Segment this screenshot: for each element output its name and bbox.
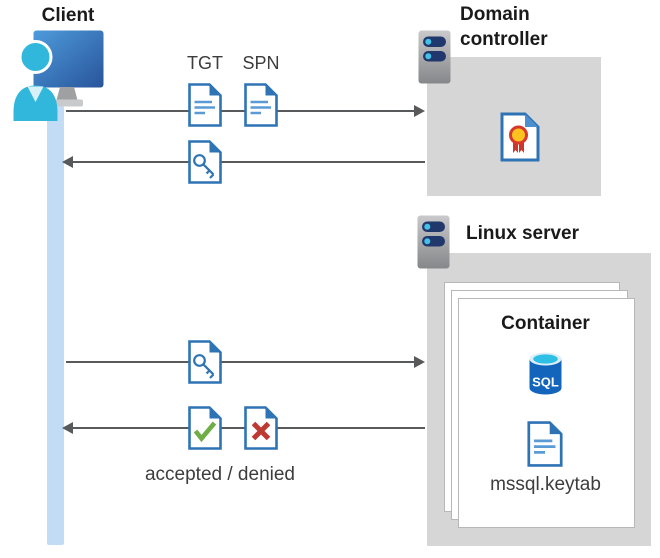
monitor-base [53, 99, 83, 107]
key-icon [193, 354, 206, 367]
arrow-right-icon [414, 105, 425, 117]
spn-label: SPN [242, 53, 280, 73]
arrow-line [66, 361, 414, 363]
sql-database-icon: SQL [529, 352, 562, 395]
keytab-file-icon [527, 421, 563, 467]
keytab-filename-label: mssql.keytab [490, 474, 601, 495]
person-head [18, 40, 53, 74]
arrow-line [73, 161, 425, 163]
certificate-document-icon [500, 112, 540, 162]
linux-server-icon [417, 215, 450, 269]
domain-controller-label: Domain controller [460, 4, 548, 50]
linux-server-label: Linux server [466, 223, 579, 244]
arrow-left-icon [62, 156, 73, 168]
key-icon [193, 154, 206, 167]
tgt-ticket-document-icon [188, 83, 222, 127]
client-user-computer-icon [13, 30, 104, 121]
request-arrow-service-ticket [66, 356, 425, 368]
tgt-label: TGT [187, 53, 223, 73]
request-arrow-tgt-spn [66, 105, 425, 117]
cross-icon [251, 421, 271, 441]
accepted-denied-label: accepted / denied [144, 464, 295, 485]
check-icon [193, 421, 217, 443]
sql-badge-text: SQL [532, 375, 559, 390]
arrow-left-icon [62, 422, 73, 434]
accepted-check-document-icon [188, 406, 222, 450]
monitor-stand [56, 87, 78, 102]
seal-icon [509, 125, 528, 145]
denied-cross-document-icon [244, 406, 278, 450]
person-body [13, 85, 58, 121]
spn-document-icon [244, 83, 278, 127]
service-ticket-key-icon [188, 340, 222, 384]
client-lifeline [47, 106, 64, 545]
session-key-ticket-icon [188, 140, 222, 184]
person-collar [27, 86, 44, 102]
arrow-line [66, 110, 414, 112]
domain-controller-server-icon [418, 30, 451, 84]
client-label: Client [41, 5, 95, 26]
arrow-right-icon [414, 356, 425, 368]
container-label: Container [501, 313, 590, 334]
monitor-icon [33, 30, 104, 88]
response-arrow-ticket [62, 156, 425, 168]
container-card-front [458, 298, 635, 528]
